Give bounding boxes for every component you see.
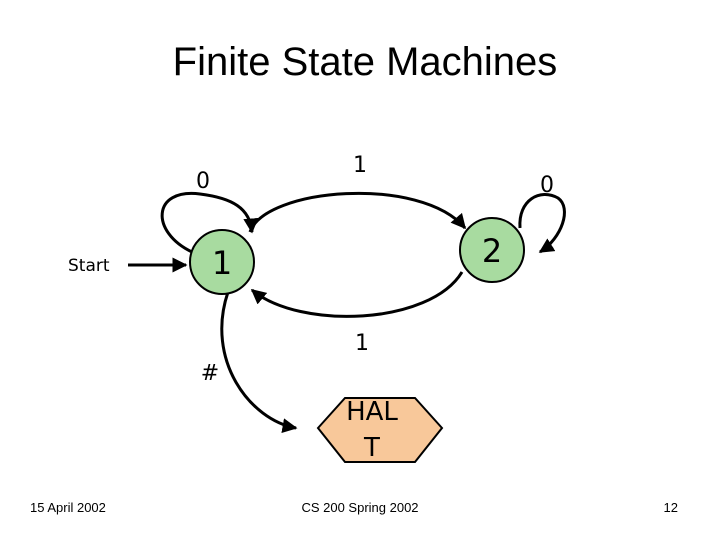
transition-1-to-2 [248, 191, 467, 233]
transition-label-2-2: 0 [540, 173, 554, 198]
footer-course: CS 200 Spring 2002 [301, 500, 418, 515]
state-2-label: 2 [482, 232, 502, 270]
halt-label-line2: T [363, 433, 380, 463]
transition-label-2-1: 1 [355, 331, 369, 356]
state-2: 2 [459, 217, 525, 283]
transition-2-to-1 [250, 271, 464, 318]
self-loop-state-2 [518, 193, 566, 254]
halt-state: HAL T [316, 397, 444, 463]
footer-date: 15 April 2002 [30, 500, 106, 515]
slide-title: Finite State Machines [173, 40, 558, 84]
transition-label-1-halt: # [201, 361, 219, 386]
start-label: Start [68, 256, 110, 276]
self-loop-state-1 [160, 192, 259, 254]
transition-1-to-halt [220, 291, 298, 434]
state-1-circle [189, 229, 255, 295]
halt-hexagon [316, 397, 444, 463]
state-1-label: 1 [212, 244, 232, 282]
transition-label-1-2: 1 [353, 153, 367, 178]
footer-page-number: 12 [664, 500, 678, 515]
transition-label-1-1: 0 [196, 169, 210, 194]
state-2-circle [459, 217, 525, 283]
halt-label-line1: HAL [346, 397, 398, 427]
state-1: 1 [189, 229, 255, 295]
